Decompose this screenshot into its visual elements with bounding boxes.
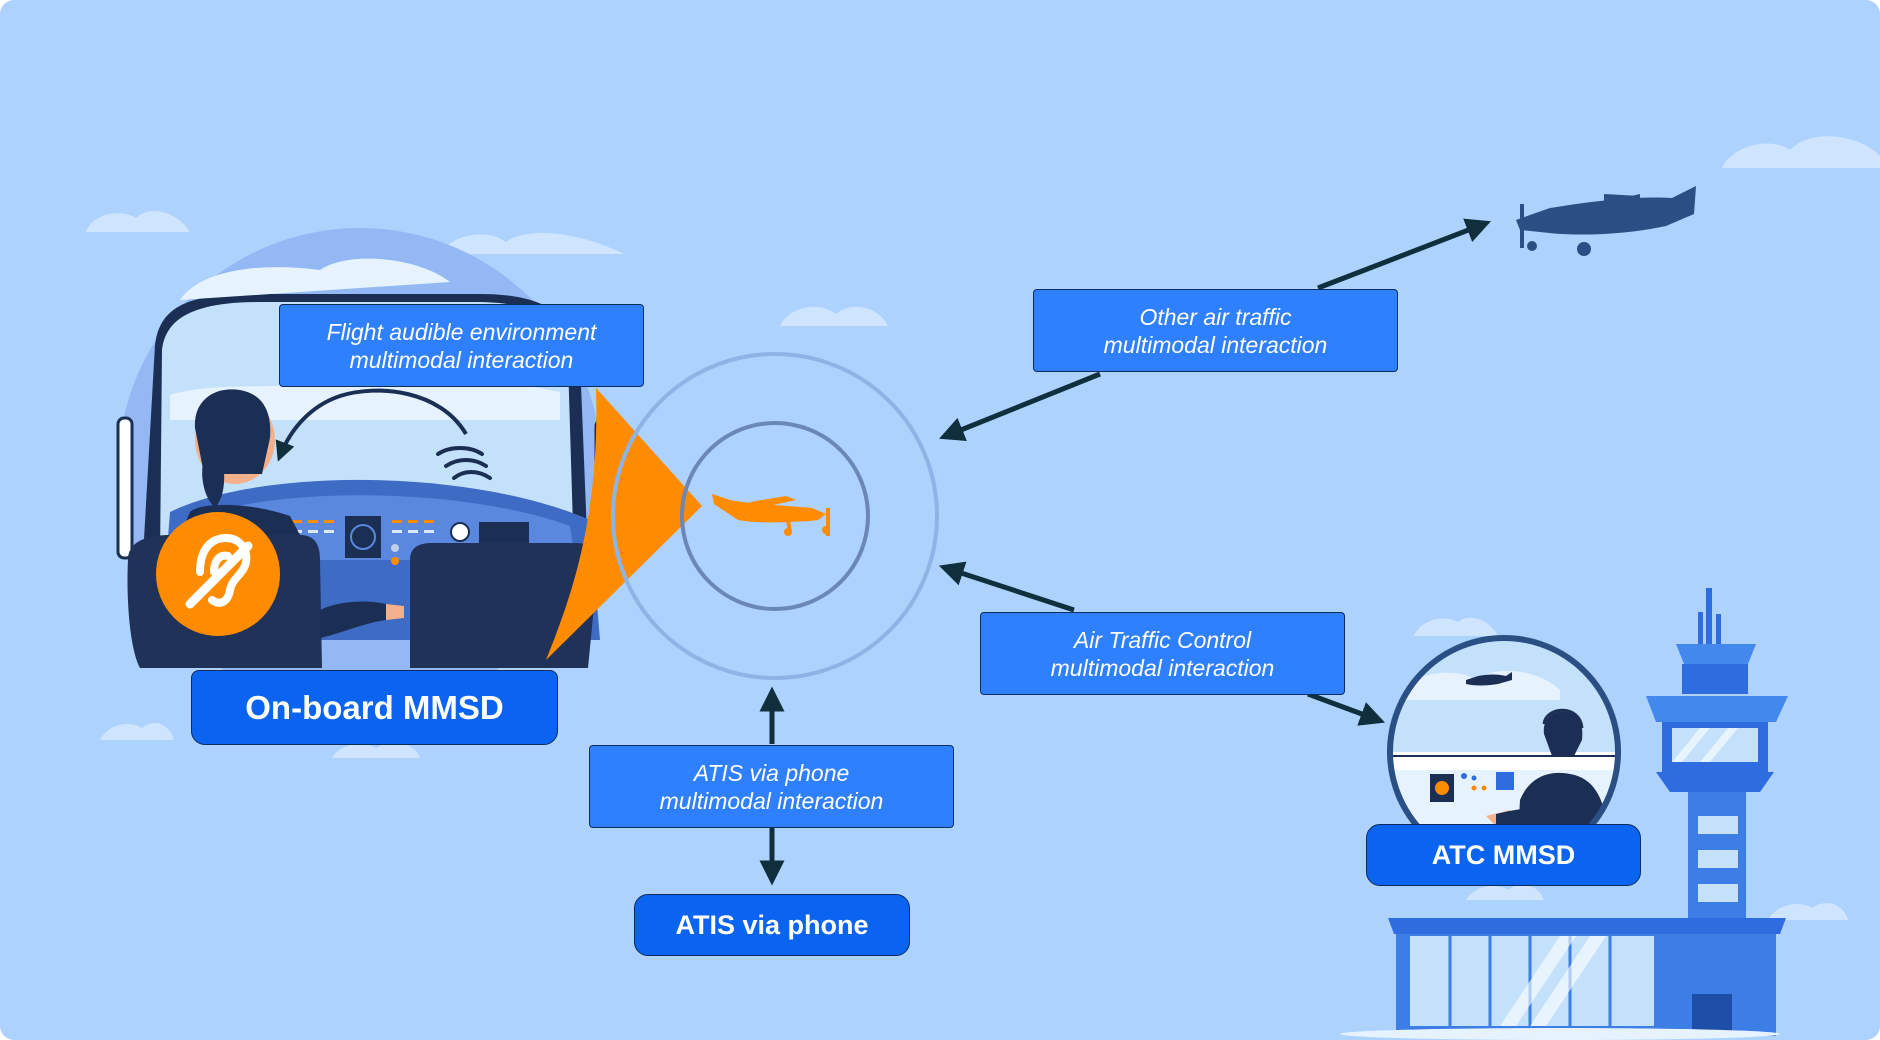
- label-line-1: Other air traffic: [1139, 303, 1292, 330]
- control-tower-icon: [1340, 588, 1788, 1040]
- clouds: [86, 136, 1880, 920]
- label-line-2: multimodal interaction: [1050, 654, 1275, 681]
- label-line-1: ATIS via phone: [693, 759, 850, 786]
- connector-arrows: [759, 218, 1491, 886]
- atc-mmsd-node: ATC MMSD: [1366, 824, 1641, 886]
- arrow-other-traffic-to-center: [939, 371, 1101, 442]
- atis-interaction-label: ATIS via phone multimodal interaction: [589, 745, 954, 828]
- ear-symbol: [185, 533, 253, 609]
- other-traffic-interaction-label: Other air traffic multimodal interaction: [1033, 289, 1398, 372]
- label-line-2: multimodal interaction: [349, 346, 574, 373]
- atis-phone-node: ATIS via phone: [634, 894, 910, 956]
- arrow-other-traffic-to-aircraft: [1317, 218, 1491, 291]
- flight-audible-interaction-label: Flight audible environment multimodal in…: [279, 304, 644, 387]
- instrument-panel: [292, 516, 529, 565]
- label-line-2: multimodal interaction: [1103, 331, 1328, 358]
- range-ring-inner: [680, 421, 870, 611]
- airplane-icon: [712, 494, 830, 536]
- focus-cone: [546, 388, 702, 660]
- atc-interaction-label: Air Traffic Control multimodal interacti…: [980, 612, 1345, 695]
- audio-curve-arrow: [275, 388, 468, 462]
- label-line-1: Air Traffic Control: [1073, 626, 1252, 653]
- range-ring-outer: [611, 352, 939, 680]
- wave-icon: [436, 446, 492, 480]
- onboard-mmsd-node: On-board MMSD: [191, 670, 558, 745]
- arrow-atc-to-window: [1307, 691, 1386, 726]
- other-aircraft-icon: [1516, 186, 1696, 256]
- arrow-atc-to-center: [938, 561, 1075, 613]
- label-line-1: Flight audible environment: [326, 318, 597, 345]
- label-line-2: multimodal interaction: [659, 787, 884, 814]
